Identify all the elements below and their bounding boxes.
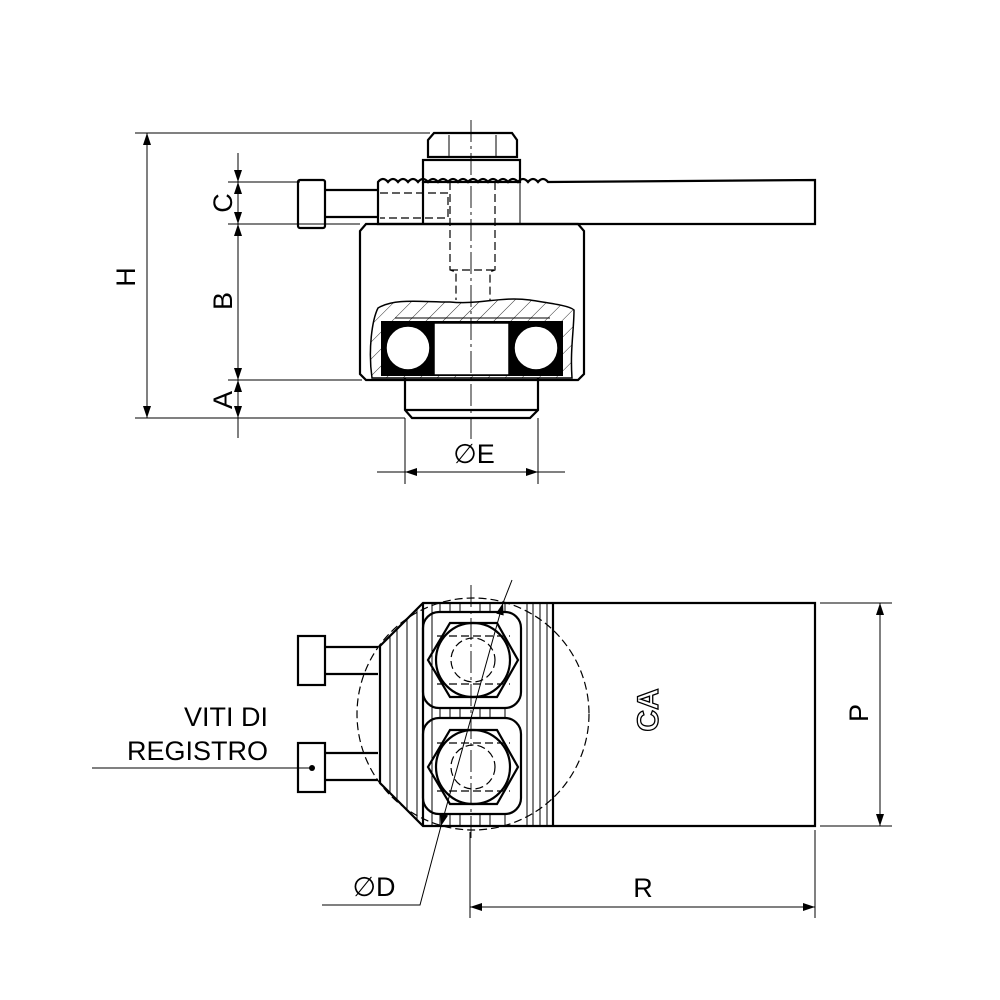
upper-pocket [421,610,523,710]
brand-logo: CA [632,688,665,731]
hex-bolt-icon [426,621,520,699]
dimension-d-leader [322,825,442,906]
callout-line1: VITI DI [184,702,268,732]
adjustment-bar [376,177,817,226]
side-view: H C B A ∅E [111,120,817,484]
dimension-e-label: ∅E [453,439,495,469]
dimension-d-line [440,602,504,827]
lower-pocket [421,716,523,816]
dimension-p-label: P [844,704,874,722]
diameter-symbol: ∅ [352,872,376,902]
roller-boss [403,378,540,420]
roller-outline-hidden [356,597,590,831]
dimension-c-label: C [208,193,238,213]
adjusting-screw-side [296,178,378,230]
callout-line2: REGISTRO [127,736,268,766]
grooves [389,603,548,826]
dimension-a-label: A [208,391,238,409]
roller-body [358,182,586,382]
plan-view: CA VITI DI REGISTRO ∅D P R [92,579,892,918]
hex-bolt-icon [426,728,520,806]
dimension-d-text: D [376,872,396,902]
adjusting-screws-plan [296,634,378,794]
dimension-h-label: H [111,267,141,287]
dimension-d-label: ∅D [352,872,395,902]
dimension-e-text: E [477,439,495,469]
dimension-r-label: R [633,873,653,903]
dimension-b-label: B [208,292,238,310]
hex-nut [421,131,522,184]
dimension-d-leader-top [502,579,513,604]
diameter-symbol: ∅ [453,439,477,469]
